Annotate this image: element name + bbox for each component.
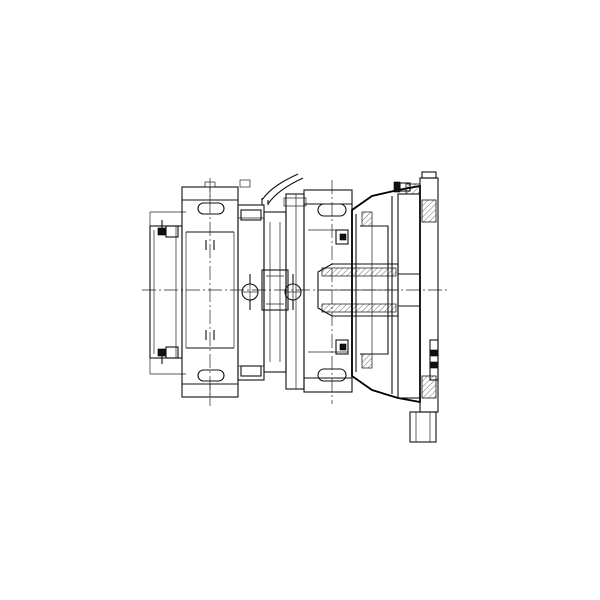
motor-flange bbox=[351, 171, 439, 443]
hydraulic-lines bbox=[261, 173, 307, 207]
bolt-studs bbox=[157, 220, 179, 364]
mid-housing-block bbox=[237, 204, 302, 381]
output-shaft bbox=[317, 263, 420, 317]
right-housing-block bbox=[285, 180, 353, 404]
left-housing-block bbox=[181, 178, 239, 406]
left-end-plate bbox=[149, 211, 186, 375]
